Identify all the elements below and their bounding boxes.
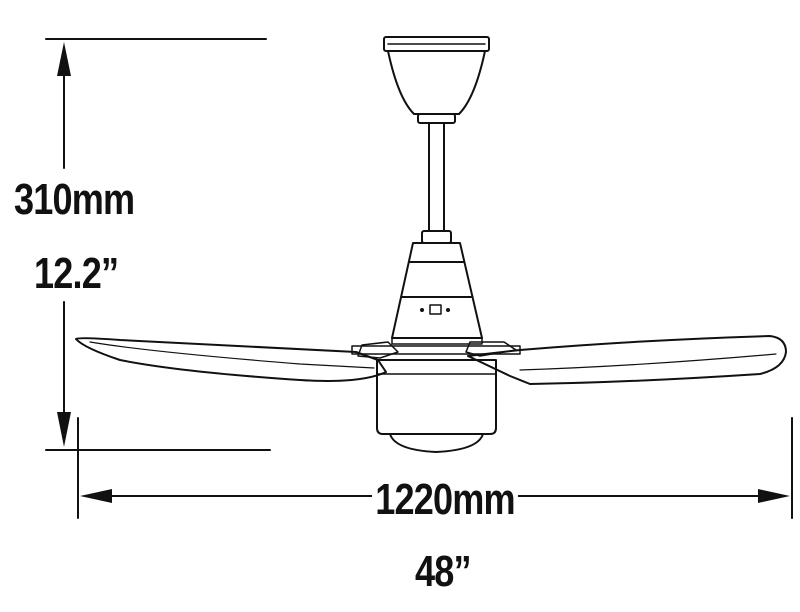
height-dimension [45,38,271,451]
canopy-bowl [387,50,486,115]
reverse-switch [429,304,442,315]
height-arrow-up-head [57,42,71,76]
downrod [428,122,445,232]
width-dimension [77,417,793,519]
motor-housing [391,242,483,345]
light-kit [376,359,497,453]
left-blade [75,337,387,382]
width-arrow-right-head [758,489,790,503]
width-mm-label: 1220mm [372,478,519,522]
light-housing [376,359,497,435]
height-inch-label: 12.2” [34,249,119,298]
light-glass [389,433,484,453]
canopy-rim [383,36,490,52]
width-arrow-left-head [80,489,112,503]
height-mm-label: 310mm [14,175,135,224]
downrod-coupling [421,230,452,244]
height-arrow-down-head [57,412,71,447]
canopy-collar [417,113,456,124]
ceiling-fan [75,36,787,453]
width-inch-label: 48” [415,547,472,596]
ceiling-canopy [383,36,490,124]
right-blade [467,335,787,385]
